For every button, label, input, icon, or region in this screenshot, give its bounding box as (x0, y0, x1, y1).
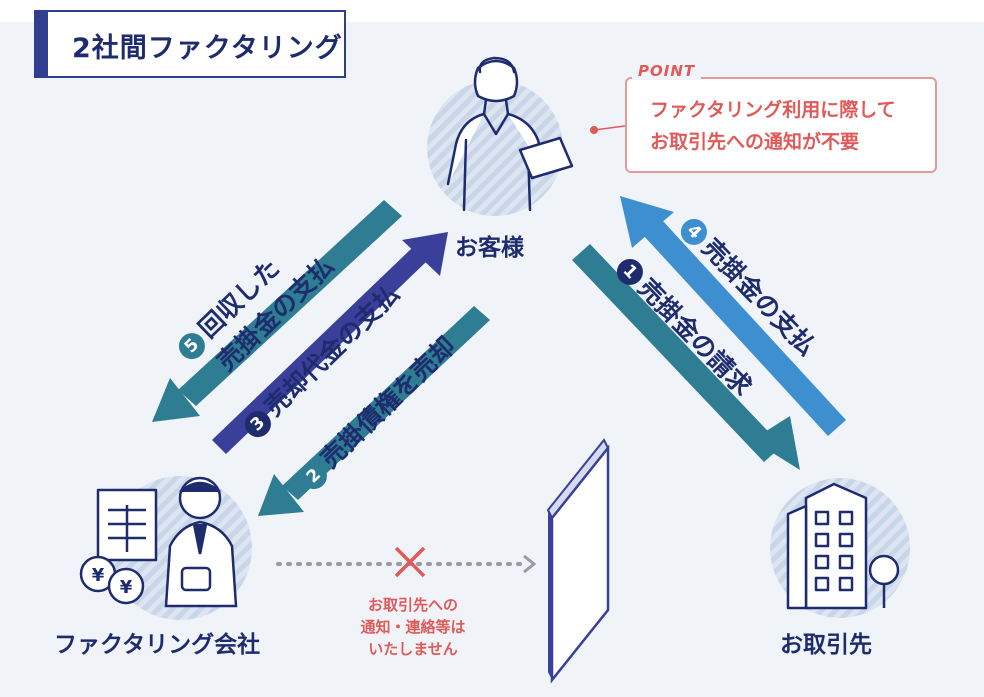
page-title: 2社間ファクタリング (72, 33, 343, 64)
title-box: 2社間ファクタリング (34, 10, 346, 78)
wall-icon (546, 438, 610, 684)
yen-coin-icon (79, 555, 145, 605)
point-text: ファクタリング利用に際して お取引先への通知が不要 (650, 94, 930, 158)
point-connector-dot (590, 126, 598, 134)
note-line-1: お取引先への (367, 596, 458, 614)
title-accent-bar (36, 12, 48, 76)
point-line-2: お取引先への通知が不要 (650, 131, 860, 153)
point-callout (625, 77, 937, 173)
factoring-company-figure: ¥ ¥ (79, 476, 252, 620)
client-label: お取引先 (780, 632, 872, 658)
client-figure (770, 478, 910, 618)
arrow-5-collected-payment (152, 200, 402, 422)
arrow-1-request (572, 244, 800, 470)
yen-symbol-1: ¥ (92, 565, 105, 586)
document-icon (96, 488, 158, 562)
arrow-3-sale-proceeds (212, 232, 448, 454)
building-icon (786, 482, 900, 610)
yen-symbol-2: ¥ (120, 577, 133, 598)
point-line-1: ファクタリング利用に際して (650, 99, 896, 121)
customer-label: お客様 (455, 235, 524, 261)
note-line-3: いたしません (368, 640, 458, 658)
no-notification-note: お取引先への 通知・連絡等は いたしません (338, 594, 488, 660)
note-line-2: 通知・連絡等は (360, 618, 466, 636)
person-icon (446, 56, 574, 212)
cross-icon (394, 546, 426, 578)
businessman-icon (164, 476, 238, 608)
point-connector-line (593, 125, 626, 131)
arrow-4-payment (620, 196, 846, 436)
customer-figure (427, 56, 574, 216)
point-tag: POINT (632, 62, 702, 80)
factoring-company-label: ファクタリング会社 (54, 632, 261, 658)
arrow-2-sell-receivables (258, 306, 490, 516)
blocked-notification-line (276, 554, 537, 574)
